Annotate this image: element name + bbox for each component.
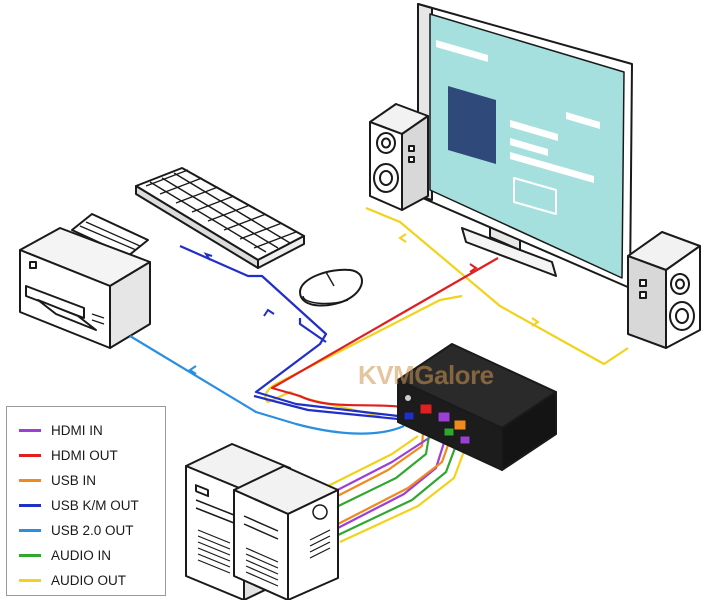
legend-item-usb-in: USB IN bbox=[19, 471, 96, 489]
kvm-switch-icon bbox=[397, 343, 557, 471]
legend-item-usb-km-out: USB K/M OUT bbox=[19, 496, 139, 514]
legend-label: AUDIO IN bbox=[51, 547, 112, 563]
legend-label: HDMI OUT bbox=[51, 447, 118, 463]
legend-item-audio-out: AUDIO OUT bbox=[19, 571, 126, 589]
speaker-icon bbox=[369, 103, 429, 211]
watermark-logo: KVMGalore bbox=[358, 360, 494, 390]
legend-swatch bbox=[19, 428, 41, 432]
legend-swatch bbox=[19, 553, 41, 557]
printer-icon bbox=[19, 213, 151, 349]
legend-label: USB IN bbox=[51, 472, 97, 488]
legend-swatch bbox=[19, 528, 41, 532]
legend-label: USB K/M OUT bbox=[51, 497, 139, 513]
legend-item-usb-20-out: USB 2.0 OUT bbox=[19, 521, 134, 539]
mouse-icon bbox=[298, 268, 363, 307]
computer-tower-icon bbox=[233, 465, 339, 600]
audio-out-cable bbox=[365, 206, 629, 366]
legend-swatch bbox=[19, 578, 41, 582]
legend-swatch bbox=[19, 503, 41, 507]
legend: HDMI IN HDMI OUT USB IN USB K/M OUT USB … bbox=[6, 406, 166, 596]
legend-label: USB 2.0 OUT bbox=[51, 522, 134, 538]
legend-item-hdmi-out: HDMI OUT bbox=[19, 446, 118, 464]
legend-swatch bbox=[19, 453, 41, 457]
usb2-cable bbox=[129, 335, 405, 435]
legend-label: HDMI IN bbox=[51, 422, 103, 438]
cables bbox=[129, 206, 629, 543]
legend-item-hdmi-in: HDMI IN bbox=[19, 421, 103, 439]
cable-arrows bbox=[188, 233, 540, 375]
speaker-icon bbox=[627, 231, 701, 349]
keyboard-icon bbox=[135, 167, 305, 269]
legend-swatch bbox=[19, 478, 41, 482]
legend-label: AUDIO OUT bbox=[51, 572, 127, 588]
monitor-icon bbox=[417, 3, 633, 289]
legend-item-audio-in: AUDIO IN bbox=[19, 546, 111, 564]
